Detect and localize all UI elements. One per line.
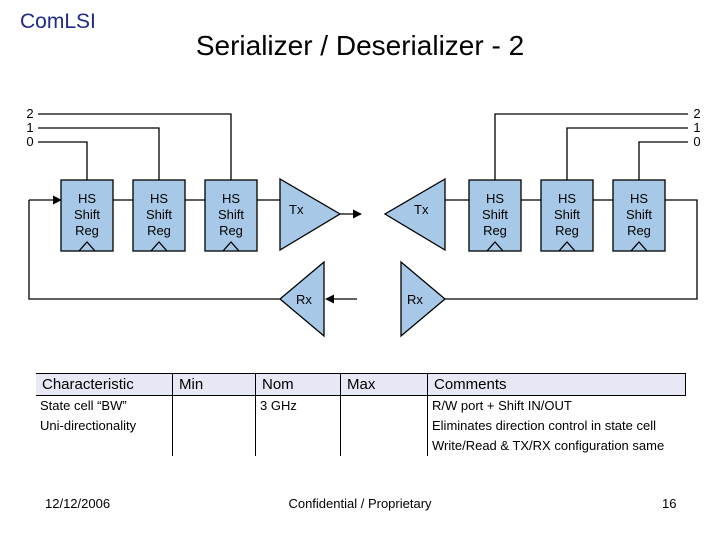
svg-text:Shift: Shift (146, 207, 172, 222)
table-cell (340, 436, 428, 456)
footer-date: 12/12/2006 (45, 496, 111, 511)
left-bus-label-2: 2 (26, 106, 33, 121)
table-cell (340, 395, 428, 416)
svg-text:Shift: Shift (74, 207, 100, 222)
svg-text:Shift: Shift (626, 207, 652, 222)
serdes-diagram: 2 1 0 2 1 0 HS Shift Reg HS Shift Reg (26, 106, 701, 338)
svg-text:Shift: Shift (218, 207, 244, 222)
svg-text:Reg: Reg (75, 223, 99, 238)
table-header-row: Characteristic Min Nom Max Comments (36, 373, 686, 396)
shift-register: HS Shift Reg (468, 179, 522, 252)
header-nom: Nom (255, 373, 341, 396)
right-bus-label-0: 0 (693, 134, 700, 149)
shift-register: HS Shift Reg (132, 179, 186, 252)
left-shift-registers: HS Shift Reg HS Shift Reg HS Shift Reg (60, 179, 258, 252)
right-feedback-loop (445, 199, 698, 300)
svg-text:Tx: Tx (289, 202, 304, 217)
left-rx-buffer: Rx (278, 260, 325, 338)
table-cell: R/W port + Shift IN/OUT (427, 395, 686, 416)
shift-register: HS Shift Reg (204, 179, 258, 252)
svg-text:HS: HS (150, 191, 168, 206)
header-comments: Comments (427, 373, 686, 396)
footer-confidential: Confidential / Proprietary (288, 496, 432, 511)
svg-text:HS: HS (222, 191, 240, 206)
right-bus-label-1: 1 (693, 120, 700, 135)
svg-text:Reg: Reg (627, 223, 651, 238)
slide-title: Serializer / Deserializer - 2 (195, 30, 525, 61)
shift-register: HS Shift Reg (540, 179, 594, 252)
left-feedback-loop (28, 195, 280, 300)
table-cell: Uni-directionality (40, 418, 137, 433)
right-bus-wires (494, 113, 688, 180)
svg-text:Shift: Shift (554, 207, 580, 222)
table-cell: Write/Read & TX/RX configuration same (427, 436, 686, 456)
table-cell (340, 416, 428, 436)
svg-text:HS: HS (630, 191, 648, 206)
table-row: State cell “BW” 3 GHz R/W port + Shift I… (36, 395, 686, 416)
left-bus-label-1: 1 (26, 120, 33, 135)
svg-text:Reg: Reg (147, 223, 171, 238)
table-row: Write/Read & TX/RX configuration same (36, 436, 686, 456)
svg-text:Shift: Shift (482, 207, 508, 222)
svg-text:Rx: Rx (407, 292, 423, 307)
shift-register: HS Shift Reg (612, 179, 666, 252)
table-cell: Eliminates direction control in state ce… (427, 416, 686, 436)
logo: ComLSI (20, 10, 96, 33)
right-rx-buffer: Rx (400, 260, 447, 338)
table-cell (255, 416, 341, 436)
header-max: Max (340, 373, 428, 396)
svg-text:HS: HS (558, 191, 576, 206)
table-cell (255, 436, 341, 456)
table-cell (36, 436, 173, 456)
svg-text:HS: HS (486, 191, 504, 206)
header-min: Min (172, 373, 256, 396)
right-tx-buffer: Tx (383, 177, 446, 252)
svg-text:Rx: Rx (296, 292, 312, 307)
characteristics-table: Characteristic Min Nom Max Comments Stat… (36, 373, 686, 456)
svg-text:Tx: Tx (414, 202, 429, 217)
table-cell (172, 395, 256, 416)
table-cell (172, 436, 256, 456)
table-row: Uni-directionality Eliminates direction … (36, 416, 686, 436)
footer-page-number: 16 (662, 496, 677, 511)
shift-register: HS Shift Reg (60, 179, 114, 252)
svg-text:Reg: Reg (219, 223, 243, 238)
table-cell: 3 GHz (255, 395, 341, 416)
table-cell (172, 416, 256, 436)
header-characteristic: Characteristic (36, 373, 173, 396)
right-bus-label-2: 2 (693, 106, 700, 121)
right-shift-registers: HS Shift Reg HS Shift Reg HS Shift Reg (468, 179, 666, 252)
left-bus-label-0: 0 (26, 134, 33, 149)
svg-text:HS: HS (78, 191, 96, 206)
left-tx-buffer: Tx (279, 177, 342, 252)
left-bus-wires (38, 113, 232, 180)
svg-text:Reg: Reg (483, 223, 507, 238)
svg-text:Reg: Reg (555, 223, 579, 238)
table-cell: State cell “BW” (40, 398, 127, 413)
